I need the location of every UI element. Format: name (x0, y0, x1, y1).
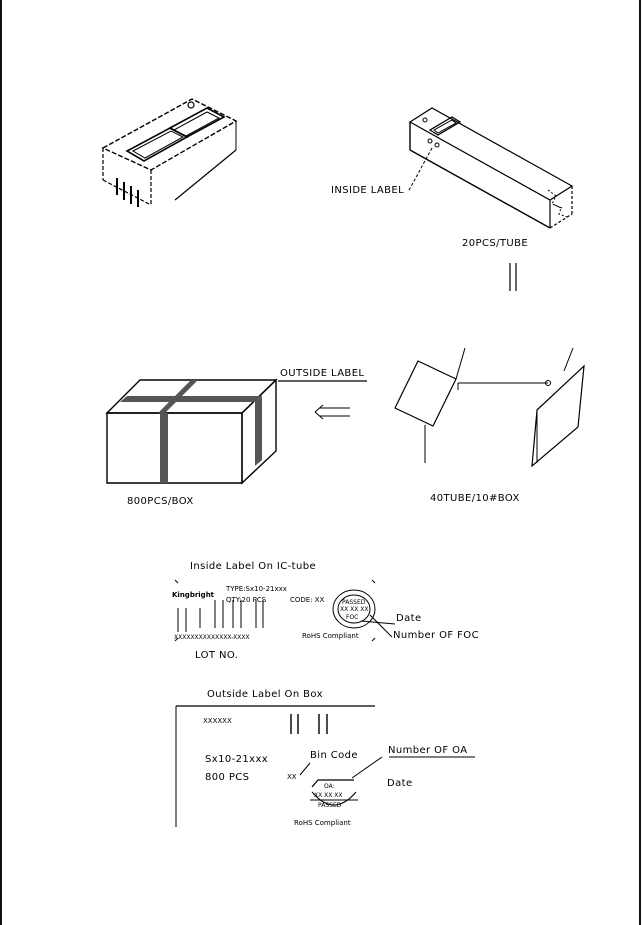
page-border-right (639, 0, 641, 925)
outside-label-caption: OUTSIDE LABEL (280, 368, 365, 379)
inside-label-heading: Inside Label On IC-tube (190, 561, 316, 572)
ic-tube-drawing (408, 108, 572, 291)
foc-number-callout: Number OF FOC (393, 630, 479, 641)
box-quantity-caption: 800PCS/BOX (127, 496, 194, 507)
part-number: Sx10-21xxx (205, 754, 269, 765)
seal-foc-text: FOC (346, 614, 359, 621)
lot-digits: XXXXXXXXXXXXXX-XXXX (174, 634, 250, 641)
oa-seal-label: OA: (324, 783, 335, 790)
outside-label-drawing (176, 706, 475, 827)
open-tube-box-drawing (395, 348, 584, 466)
inside-label-drawing (175, 580, 395, 641)
rohs-compliant-inside: RoHS Compliant (302, 632, 359, 640)
bin-value: XX (287, 773, 297, 781)
type-line: TYPE:Sx10-21xxx (226, 585, 287, 593)
qty-line: QTY:20 PCS (226, 596, 267, 604)
tube-quantity-caption: 20PCS/TUBE (462, 238, 529, 249)
box-pcs: 800 PCS (205, 772, 250, 783)
led-display-drawing (103, 99, 236, 207)
code-line: CODE: XX (290, 596, 325, 604)
rohs-compliant-outside: RoHS Compliant (294, 819, 351, 827)
box-code: XXXXXX (203, 717, 232, 725)
inside-label-caption: INSIDE LABEL (331, 185, 405, 196)
oa-seal-digits: XX XX XX (314, 792, 343, 799)
page-border-left (0, 0, 2, 925)
seal-passed-text: PASSED (342, 599, 366, 606)
outer-box-drawing (107, 380, 367, 483)
oa-number-callout: Number OF OA (388, 745, 468, 756)
seal-date-text: XX XX XX (340, 606, 369, 613)
bin-code-caption: Bin Code (310, 750, 358, 761)
lot-number-caption: LOT NO. (195, 650, 239, 661)
outside-label-heading: Outside Label On Box (207, 689, 323, 700)
tube-box-caption: 40TUBE/10#BOX (430, 493, 520, 504)
date-callout-outside: Date (387, 778, 413, 789)
brand-name: Kingbright (172, 591, 215, 599)
date-callout-inside: Date (396, 613, 422, 624)
oa-seal-passed: PASSED (318, 802, 342, 809)
